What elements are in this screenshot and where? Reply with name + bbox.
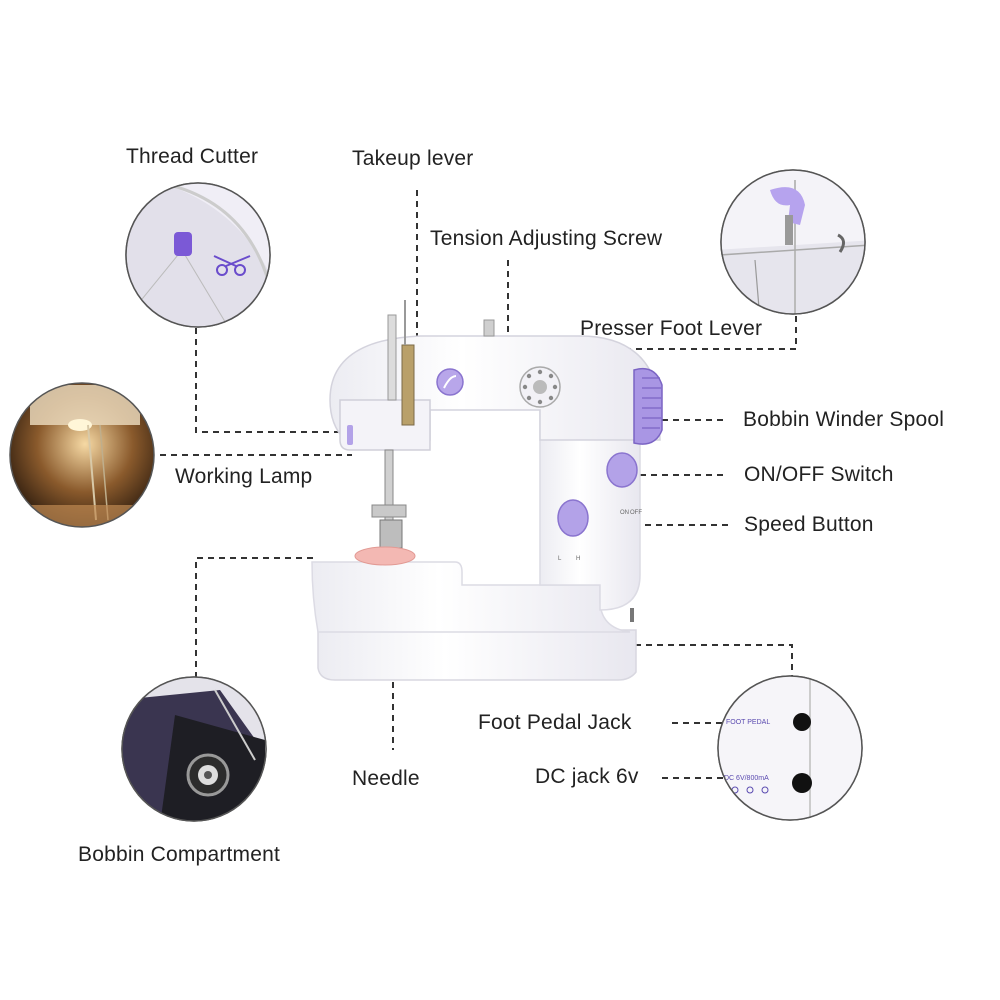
lamp-glow bbox=[68, 419, 92, 431]
machine-bed bbox=[311, 561, 631, 633]
label-takeup-lever: Takeup lever bbox=[352, 147, 474, 170]
speed-low-mark: L bbox=[558, 556, 562, 562]
thread-cutter-closeup bbox=[125, 182, 271, 328]
presser-lever-part bbox=[770, 187, 805, 225]
off-mark: OFF bbox=[630, 510, 642, 516]
label-dc-jack: DC jack 6v bbox=[535, 765, 639, 788]
foot-pedal-port-mark: FOOT PEDAL bbox=[726, 719, 770, 726]
leader-dc-power bbox=[635, 644, 793, 676]
foot-pedal-jack-socket bbox=[793, 713, 811, 731]
cutter-part bbox=[174, 232, 192, 256]
fabric bbox=[354, 546, 416, 566]
dc-port-mark: DC 6V/800mA bbox=[724, 775, 769, 782]
spool-pin bbox=[387, 314, 397, 401]
takeup-slot bbox=[401, 344, 415, 426]
on-off-button bbox=[606, 452, 638, 488]
label-foot-pedal-jack: Foot Pedal Jack bbox=[478, 711, 632, 734]
working-lamp-closeup bbox=[9, 382, 155, 528]
label-needle: Needle bbox=[352, 767, 420, 790]
sewing-machine: ON OFF L H bbox=[311, 300, 663, 681]
presser-foot-closeup bbox=[720, 169, 866, 315]
on-mark: ON bbox=[620, 510, 629, 516]
speed-button bbox=[557, 499, 589, 537]
label-bobbin-compartment: Bobbin Compartment bbox=[78, 843, 281, 866]
jacks-closeup: FOOT PEDAL DC 6V/800mA bbox=[717, 675, 863, 821]
label-tension-screw: Tension Adjusting Screw bbox=[430, 227, 663, 250]
handwheel bbox=[633, 367, 663, 445]
leader-thread-cutter bbox=[195, 328, 340, 433]
label-presser-foot-lever: Presser Foot Lever bbox=[580, 317, 763, 340]
bobbin-compartment-closeup bbox=[121, 676, 267, 822]
machine-head bbox=[339, 399, 431, 451]
leader-bobbin-compartment bbox=[195, 557, 315, 678]
tension-screw-knob bbox=[436, 368, 464, 396]
leader-presser-foot bbox=[560, 316, 797, 350]
speed-high-mark: H bbox=[576, 556, 580, 562]
label-working-lamp: Working Lamp bbox=[175, 465, 313, 488]
machine-base bbox=[317, 629, 637, 681]
label-speed-button: Speed Button bbox=[744, 513, 874, 536]
label-thread-cutter: Thread Cutter bbox=[126, 145, 259, 168]
dc-jack-socket bbox=[792, 773, 812, 793]
label-on-off-switch: ON/OFF Switch bbox=[744, 463, 894, 486]
scissors-icon bbox=[213, 255, 251, 276]
label-bobbin-winder-spool: Bobbin Winder Spool bbox=[743, 408, 945, 431]
